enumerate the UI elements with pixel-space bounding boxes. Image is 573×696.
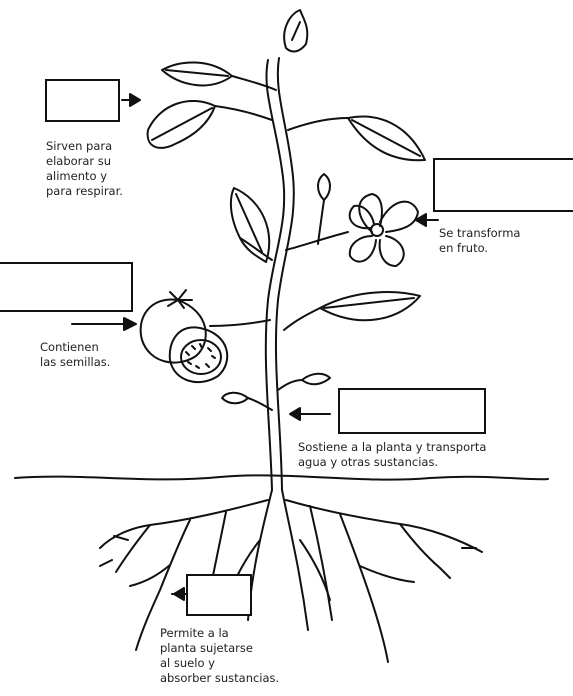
leaf-left-upper	[148, 101, 215, 148]
roots-answer-box[interactable]	[186, 574, 252, 616]
flower-description: Se transforma en fruto.	[439, 226, 559, 256]
leaves-answer-box[interactable]	[45, 79, 120, 122]
leaf-right-upper	[348, 117, 425, 161]
roots-description: Permite a la planta sujetarse al suelo y…	[160, 626, 330, 686]
leaf-top-left	[162, 62, 232, 85]
fruit-answer-box[interactable]	[0, 262, 133, 312]
stem-answer-box[interactable]	[338, 388, 486, 434]
leaf-right-lower	[320, 292, 420, 320]
flower-bud	[318, 174, 330, 200]
stem-description: Sostiene a la planta y transporta agua y…	[298, 440, 558, 470]
tomato-seeds	[186, 344, 215, 368]
leaf-small-left	[222, 393, 248, 404]
leaves-description: Sirven para elaborar su alimento y para …	[46, 139, 156, 199]
leaf-left-middle	[231, 188, 269, 262]
tomato-whole	[141, 300, 206, 363]
leaf-small-right	[302, 374, 330, 385]
top-bud	[284, 10, 307, 51]
flower-answer-box[interactable]	[433, 158, 573, 212]
fruit-description: Contienen las semillas.	[40, 340, 150, 370]
flower	[350, 194, 418, 266]
